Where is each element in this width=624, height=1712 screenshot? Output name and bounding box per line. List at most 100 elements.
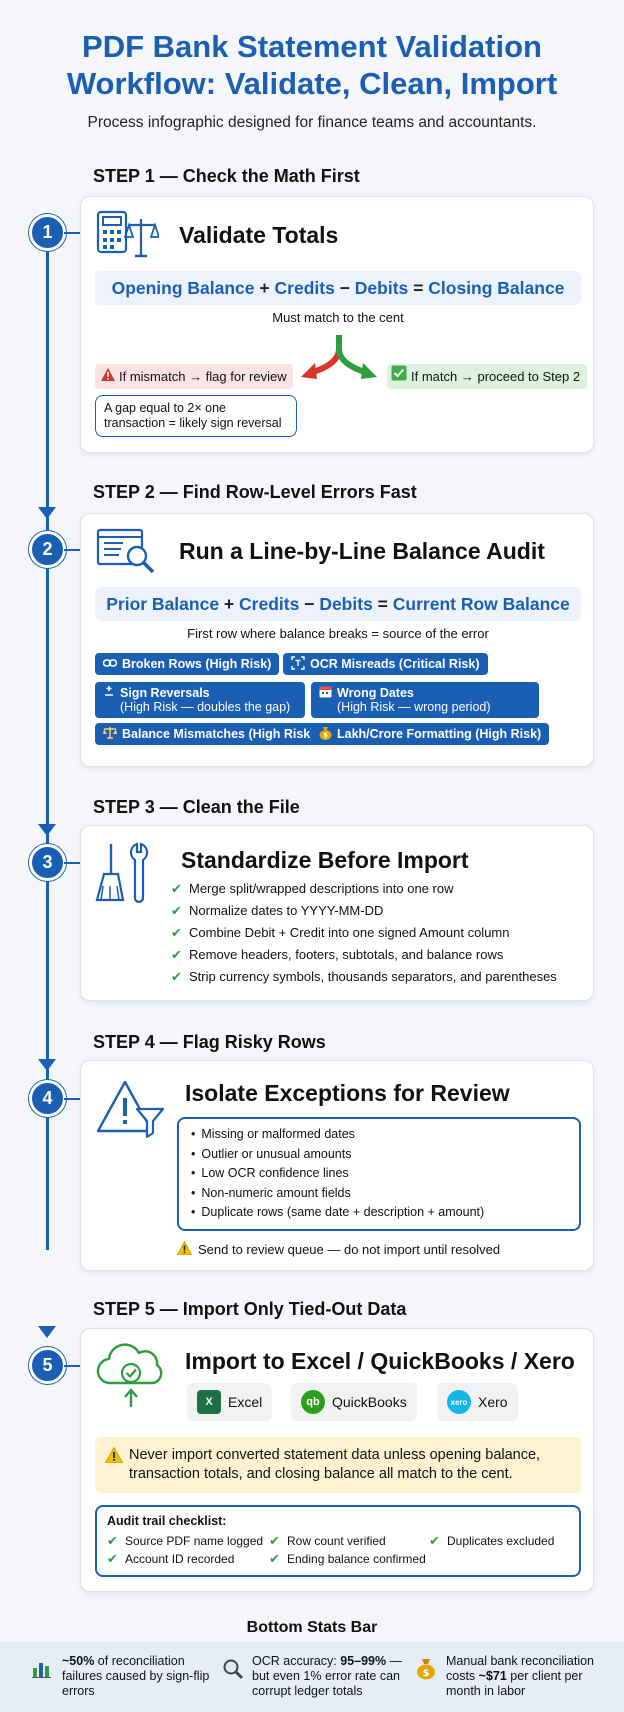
document-search-icon — [95, 526, 157, 583]
page-subtitle: Process infographic designed for finance… — [87, 114, 537, 131]
exception-list: Missing or malformed dates Outlier or un… — [177, 1117, 581, 1231]
check-icon: ✔ — [269, 1551, 280, 1566]
list-item: ✔Remove headers, footers, subtotals, and… — [171, 944, 557, 966]
timeline-arrow — [38, 824, 56, 836]
timeline-arrow — [38, 507, 56, 519]
step-5-badge: 5 — [29, 1347, 66, 1384]
xero-icon: xero — [447, 1390, 471, 1414]
stat-sign-flip: ~50% of reconciliation failures caused b… — [62, 1654, 210, 1698]
stats-title: Bottom Stats Bar — [246, 1619, 378, 1636]
list-item: Outlier or unusual amounts — [191, 1145, 579, 1165]
step-3-connector — [64, 862, 81, 864]
step-4-title: Isolate Exceptions for Review — [185, 1080, 510, 1106]
audit-trail-checklist: Audit trail checklist: ✔Source PDF name … — [95, 1505, 581, 1577]
step-4-connector — [64, 1098, 81, 1100]
step-2-formula: Prior Balance + Credits − Debits = Curre… — [95, 587, 581, 621]
chip-sign-reversals: Sign Reversals(High Risk — doubles the g… — [95, 682, 305, 718]
step-1-formula: Opening Balance + Credits − Debits = Clo… — [95, 271, 581, 305]
list-item: Non-numeric amount fields — [191, 1184, 579, 1204]
step-1-badge: 1 — [29, 214, 66, 251]
check-box-icon — [391, 364, 407, 389]
step-3-heading: STEP 3 — Clean the File — [93, 797, 300, 817]
timeline-arrow — [38, 1059, 56, 1071]
page-title: PDF Bank Statement Validation Workflow: … — [66, 29, 558, 101]
step-4-heading: STEP 4 — Flag Risky Rows — [93, 1032, 326, 1052]
import-warning-banner: Never import converted statement data un… — [95, 1437, 581, 1493]
scale-icon — [103, 726, 117, 742]
chip-balance-mismatches: Balance Mismatches (High Risk) — [95, 723, 323, 745]
excel-app: X Excel — [187, 1383, 273, 1421]
check-icon: ✔ — [171, 969, 182, 984]
text-scan-icon — [291, 655, 305, 673]
chip-lakh-crore: $ Lakh/Crore Formatting (High Risk) — [311, 723, 550, 745]
step-1-note: Must match to the cent — [272, 310, 404, 325]
list-item: ✔Merge split/wrapped descriptions into o… — [171, 878, 557, 900]
check-icon: ✔ — [429, 1533, 440, 1548]
step-2-connector — [64, 549, 81, 551]
check-icon: ✔ — [171, 925, 182, 940]
svg-text:$: $ — [323, 731, 328, 739]
step-2-note: First row where balance breaks = source … — [187, 626, 489, 641]
link-icon — [102, 657, 118, 672]
list-item: Low OCR confidence lines — [191, 1164, 579, 1184]
svg-text:$: $ — [423, 1668, 430, 1679]
sign-reversal-callout: A gap equal to 2× one transaction = like… — [95, 395, 297, 437]
step-5-card: Import to Excel / QuickBooks / Xero X Ex… — [80, 1328, 594, 1592]
warning-icon — [176, 1240, 193, 1258]
chip-wrong-dates: Wrong Dates(High Risk — wrong period) — [311, 682, 539, 718]
check-icon: ✔ — [107, 1551, 118, 1566]
list-item: ✔Row count verified — [269, 1533, 386, 1548]
list-item: Duplicate rows (same date + description … — [191, 1203, 579, 1223]
money-bag-icon: $ — [319, 726, 332, 743]
check-icon: ✔ — [171, 947, 182, 962]
list-item: ✔Account ID recorded — [107, 1551, 235, 1566]
warning-icon — [101, 364, 115, 389]
stats-bar: ~50% of reconciliation failures caused b… — [0, 1642, 624, 1712]
step-5-connector — [64, 1365, 81, 1367]
list-item: ✔Ending balance confirmed — [269, 1551, 426, 1566]
step-2-card: Run a Line-by-Line Balance Audit Prior B… — [80, 513, 594, 767]
quickbooks-app: qb QuickBooks — [291, 1383, 417, 1421]
timeline-line — [46, 213, 49, 1250]
check-icon: ✔ — [171, 903, 182, 918]
list-item: ✔Duplicates excluded — [429, 1533, 555, 1548]
list-item: Missing or malformed dates — [191, 1125, 579, 1145]
mismatch-pill: If mismatch → flag for review — [95, 364, 293, 389]
magnifier-icon — [222, 1658, 244, 1685]
calculator-scale-icon — [95, 209, 161, 266]
cleaning-checklist: ✔Merge split/wrapped descriptions into o… — [171, 878, 557, 988]
step-1-card: Validate Totals Opening Balance + Credit… — [80, 196, 594, 453]
step-2-heading: STEP 2 — Find Row-Level Errors Fast — [93, 482, 417, 502]
quickbooks-icon: qb — [301, 1390, 325, 1414]
cloud-upload-icon — [95, 1343, 167, 1414]
bar-chart-icon — [32, 1658, 52, 1683]
chip-broken-rows: Broken Rows (High Risk) — [95, 653, 280, 675]
check-icon: ✔ — [171, 881, 182, 896]
chip-ocr-misreads: OCR Misreads (Critical Risk) — [283, 653, 488, 675]
broom-wrench-icon — [95, 840, 159, 909]
warning-filter-icon — [95, 1079, 165, 1146]
step-5-title: Import to Excel / QuickBooks / Xero — [185, 1348, 575, 1374]
step-3-title: Standardize Before Import — [181, 847, 469, 873]
stat-reconciliation-cost: Manual bank reconciliation costs ~$71 pe… — [446, 1654, 595, 1698]
step-5-heading: STEP 5 — Import Only Tied-Out Data — [93, 1299, 407, 1319]
xero-app: xero Xero — [437, 1383, 518, 1421]
timeline-arrow — [38, 1326, 56, 1338]
match-pill: If match → proceed to Step 2 — [387, 364, 587, 389]
step-1-heading: STEP 1 — Check the Math First — [93, 166, 360, 186]
calendar-icon — [319, 685, 332, 701]
check-icon: ✔ — [269, 1533, 280, 1548]
list-item: ✔Strip currency symbols, thousands separ… — [171, 966, 557, 988]
step-3-card: Standardize Before Import ✔Merge split/w… — [80, 825, 594, 1001]
step-3-badge: 3 — [29, 844, 66, 881]
step-2-badge: 2 — [29, 531, 66, 568]
money-bag-icon: $ — [416, 1658, 436, 1685]
review-queue-note: Send to review queue — do not import unt… — [176, 1240, 500, 1258]
stat-ocr-accuracy: OCR accuracy: 95–99% — but even 1% error… — [252, 1654, 403, 1698]
step-4-card: Isolate Exceptions for Review Missing or… — [80, 1060, 594, 1271]
step-2-title: Run a Line-by-Line Balance Audit — [179, 538, 545, 564]
step-4-badge: 4 — [29, 1080, 66, 1117]
list-item: ✔Source PDF name logged — [107, 1533, 264, 1548]
warning-icon — [104, 1446, 124, 1493]
step-1-connector — [64, 232, 81, 234]
